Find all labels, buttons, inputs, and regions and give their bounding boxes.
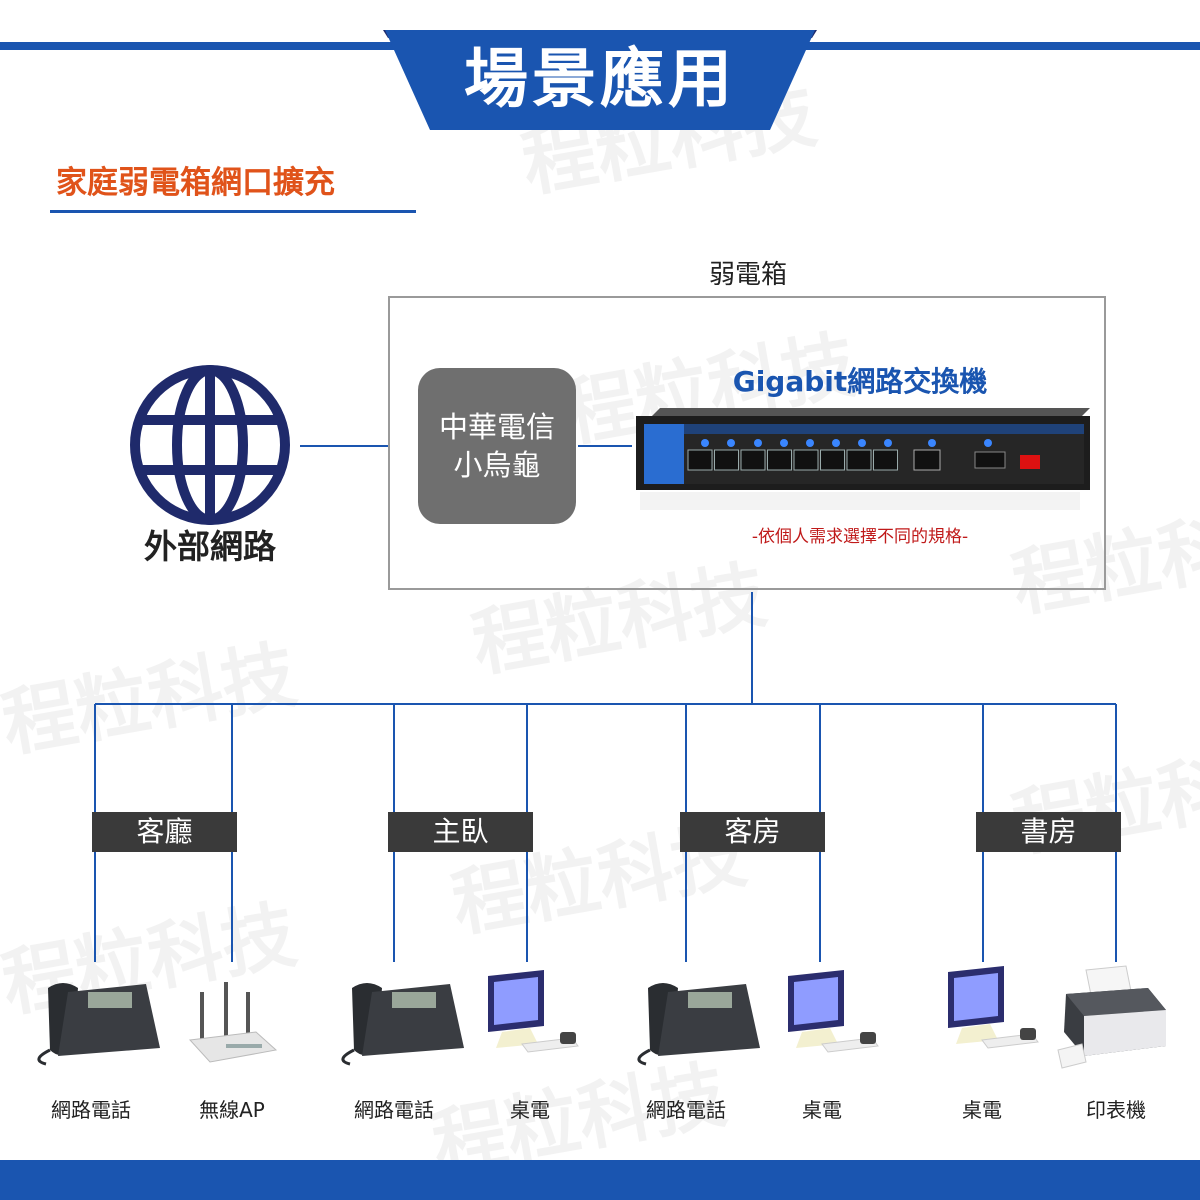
section-subtitle: 家庭弱電箱網口擴充 — [50, 160, 416, 213]
switch-port — [714, 449, 739, 471]
header-line-left — [0, 42, 400, 50]
port-number-dot: 9 — [928, 439, 936, 447]
modem-box: 中華電信 小烏龜 — [418, 368, 576, 524]
room-label-living: 客廳 — [92, 812, 237, 852]
switch-port — [793, 449, 819, 471]
desktop-computer-icon — [788, 970, 879, 1053]
switch-port — [820, 449, 845, 471]
switch-port — [846, 449, 872, 471]
switch-note: -依個人需求選擇不同的規格- — [751, 527, 969, 547]
page-title: 場景應用 — [464, 43, 736, 117]
room-label-study: 書房 — [976, 812, 1121, 852]
globe-icon — [130, 365, 290, 525]
room-label-master: 主臥 — [388, 812, 533, 852]
port-number-dot: 6 — [832, 439, 840, 447]
port-number-dot: 10 — [984, 439, 992, 447]
ip-phone-icon — [341, 983, 464, 1066]
device-label: 桌電 — [510, 1098, 550, 1122]
device-label: 無線AP — [199, 1098, 265, 1122]
device-label: 桌電 — [802, 1098, 842, 1122]
modem-line: 小烏龜 — [453, 448, 541, 482]
cabinet-box — [388, 296, 1106, 590]
device-label: 桌電 — [962, 1098, 1002, 1122]
port-number-dot: 4 — [780, 439, 788, 447]
device-label: 網路電話 — [354, 1098, 434, 1122]
modem-line: 中華電信 — [438, 410, 555, 444]
port-number-dot: 1 — [701, 439, 709, 447]
footer-band — [0, 1160, 1200, 1200]
cabinet-label: 弱電箱 — [708, 260, 787, 290]
switch-port — [873, 449, 898, 471]
switch-title: Gigabit網路交換機 — [732, 365, 988, 398]
wireless-ap-icon — [188, 982, 278, 1063]
room-label-guest: 客房 — [680, 812, 825, 852]
port-number-dot: 5 — [806, 439, 814, 447]
device-label: 網路電話 — [646, 1098, 726, 1122]
switch-port — [740, 449, 766, 471]
device-label: 網路電話 — [51, 1098, 131, 1122]
network-switch-image: 1 2 3 4 5 6 7 8 9 10 — [636, 408, 1090, 510]
switch-port — [767, 449, 792, 471]
port-number-dot: 3 — [754, 439, 762, 447]
ip-phone-icon — [637, 983, 760, 1066]
port-number-dot: 7 — [858, 439, 866, 447]
header-line-right — [800, 42, 1200, 50]
device-label: 印表機 — [1086, 1098, 1146, 1122]
port-number-dot: 8 — [884, 439, 892, 447]
ip-phone-icon — [37, 983, 160, 1066]
port-number-dot: 2 — [727, 439, 735, 447]
desktop-computer-icon — [948, 966, 1039, 1049]
external-network-label: 外部網路 — [144, 527, 276, 566]
desktop-computer-icon — [488, 970, 579, 1053]
printer-icon — [1057, 965, 1166, 1069]
switch-port — [687, 449, 713, 471]
header-banner — [385, 30, 815, 130]
